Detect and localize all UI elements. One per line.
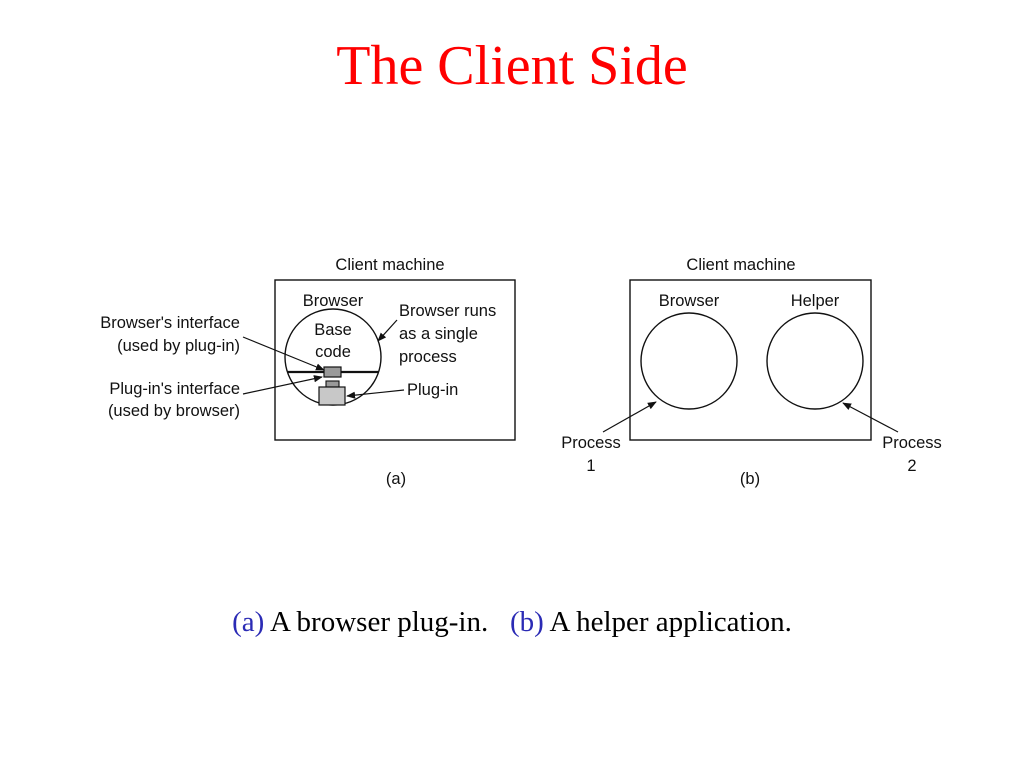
browser-runs-label-line1: Browser runs — [399, 302, 496, 320]
browser-interface-label-line2: (used by plug-in) — [117, 337, 240, 355]
browser-runs-label-line3: process — [399, 348, 457, 366]
plugin-block — [318, 386, 346, 406]
browser-interface-block — [323, 366, 342, 378]
browser-runs-arrow — [377, 319, 398, 342]
process-1-arrow — [602, 401, 657, 433]
plugin-arrow — [346, 389, 405, 399]
browser-process-circle-b — [640, 312, 738, 410]
client-machine-label-b: Client machine — [686, 256, 795, 274]
process-2-label-line2: 2 — [907, 457, 916, 475]
diagram-b: Client machine Browser Helper Process 1 … — [561, 256, 942, 488]
process-1-label-line2: 1 — [586, 457, 595, 475]
slide-title: The Client Side — [336, 35, 688, 97]
diagram-a: Client machine Browser Base code Browser… — [100, 256, 516, 488]
browser-runs-label-line2: as a single — [399, 325, 478, 343]
process-2-label-line1: Process — [882, 434, 942, 452]
browser-label-b: Browser — [659, 292, 720, 310]
browser-interface-label-line1: Browser's interface — [100, 314, 240, 332]
figure-caption: (a) A browser plug-in. (b) A helper appl… — [0, 604, 1024, 640]
client-machine-box-b — [629, 279, 872, 441]
process-1-label-line1: Process — [561, 434, 621, 452]
plugin-interface-label-line2: (used by browser) — [108, 402, 240, 420]
helper-label: Helper — [791, 292, 840, 310]
helper-process-circle — [766, 312, 864, 410]
plugin-connector — [325, 380, 340, 388]
caption-b-text: A helper application. — [543, 606, 792, 638]
caption-a-text: A browser plug-in. — [264, 606, 489, 638]
base-code-label-line1: Base — [314, 321, 352, 339]
diagram-a-sublabel: (a) — [386, 470, 406, 488]
browser-label-a: Browser — [303, 292, 364, 310]
caption-gap — [488, 606, 510, 638]
plugin-interface-label-line1: Plug-in's interface — [109, 380, 240, 398]
caption-a-tag: (a) — [232, 606, 265, 638]
base-code-label-line2: code — [315, 343, 351, 361]
diagram-b-sublabel: (b) — [740, 470, 760, 488]
plugin-interface-arrow — [242, 375, 323, 395]
process-2-arrow — [842, 402, 899, 433]
caption-b-tag: (b) — [510, 606, 544, 638]
client-machine-box-a — [274, 279, 516, 441]
client-machine-label-a: Client machine — [335, 256, 444, 274]
plugin-label: Plug-in — [407, 381, 458, 399]
browser-interface-arrow — [242, 336, 325, 371]
